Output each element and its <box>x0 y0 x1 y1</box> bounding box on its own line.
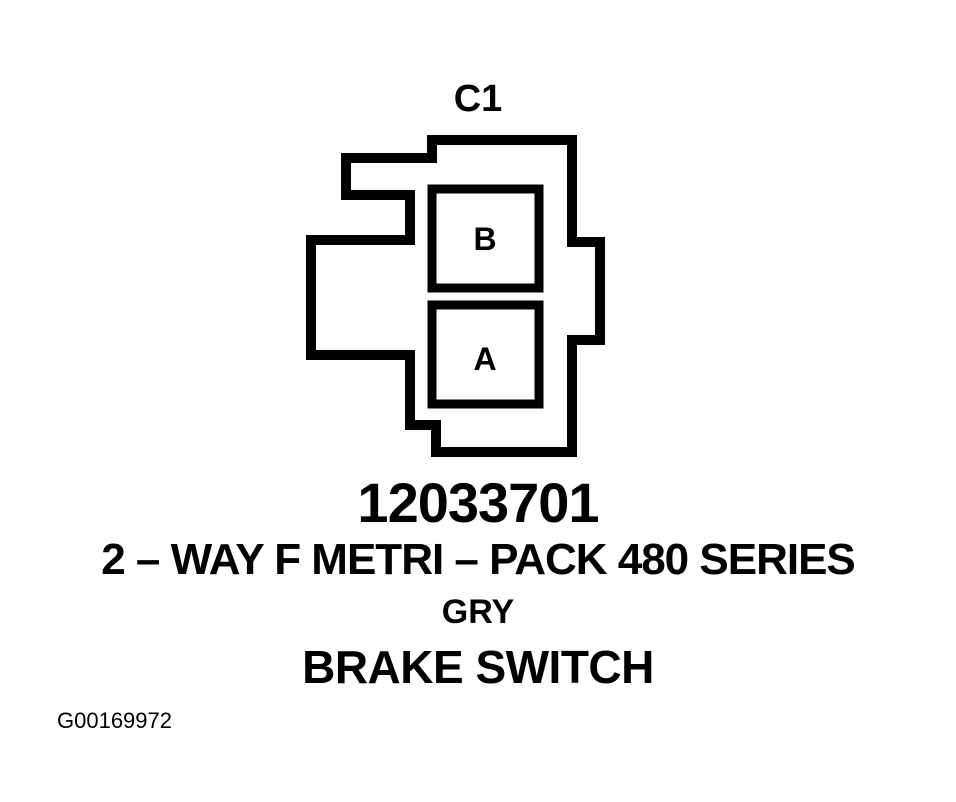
part-number: 12033701 <box>357 471 599 534</box>
connector-housing-outline <box>306 135 605 457</box>
connector-id-label: C1 <box>453 78 503 120</box>
pin-label-a: A <box>473 341 496 377</box>
connector-color: GRY <box>441 593 515 631</box>
connector-description: 2 – WAY F METRI – PACK 480 SERIES <box>101 535 856 584</box>
pin-cavity-b <box>427 184 544 293</box>
pin-label-b: B <box>473 221 496 257</box>
component-name: BRAKE SWITCH <box>302 641 654 693</box>
figure-code: G00169972 <box>57 708 172 733</box>
pin-cavity-a <box>427 300 544 409</box>
